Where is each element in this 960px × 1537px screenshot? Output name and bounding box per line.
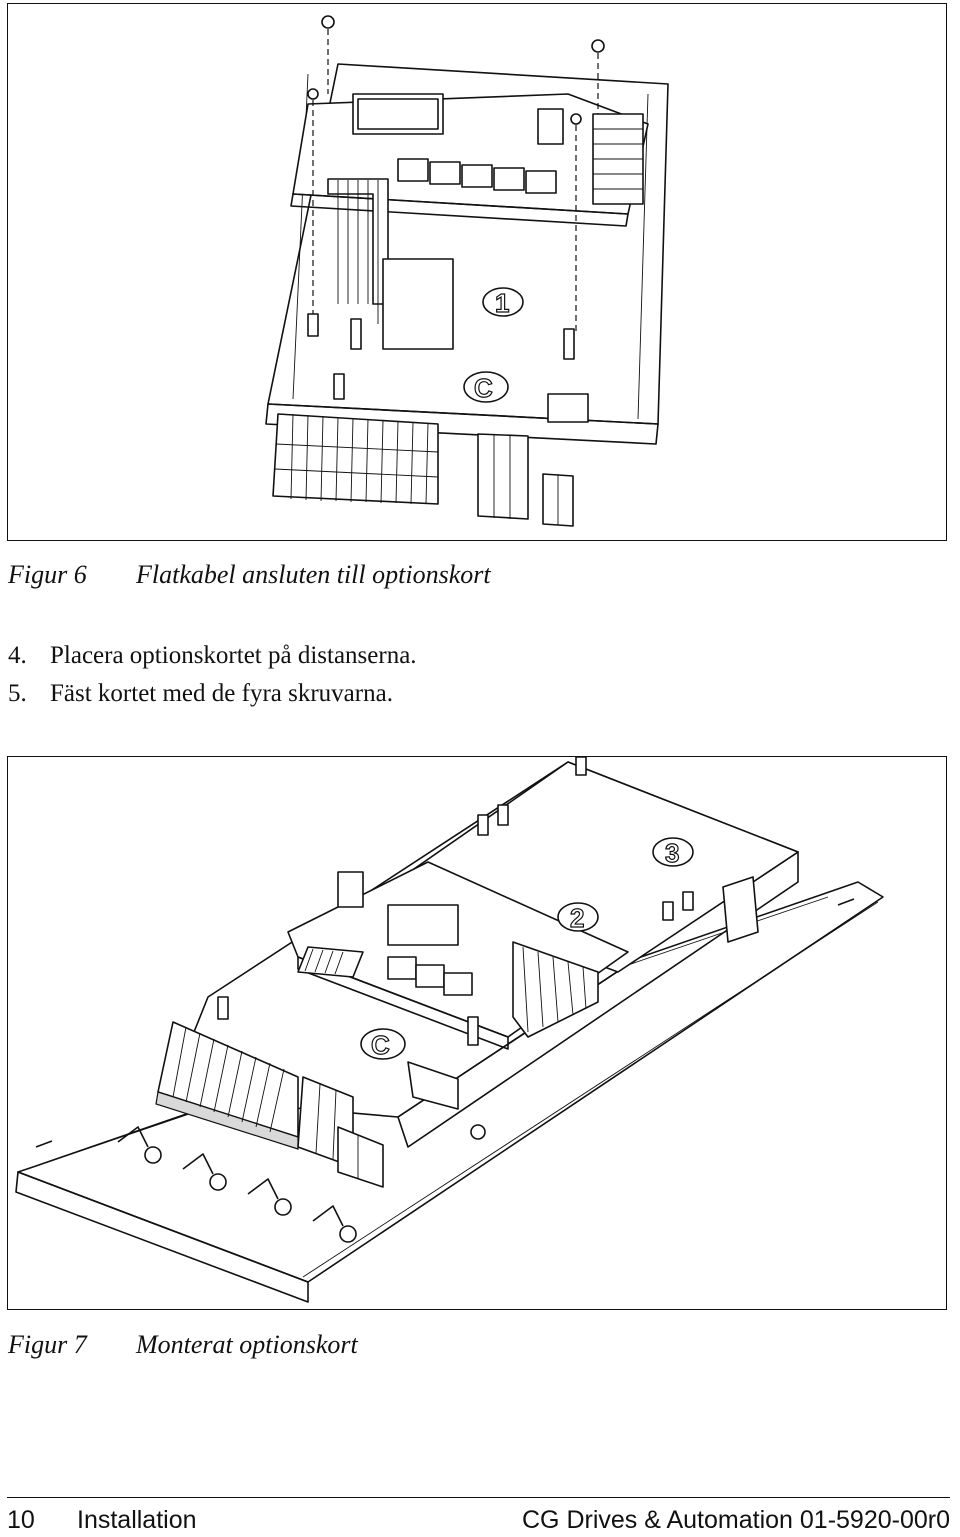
rail-slots — [35, 898, 855, 1148]
flat-cable — [327, 178, 454, 350]
rj-connector — [547, 393, 589, 423]
figure-7-title: Monterat optionskort — [136, 1330, 358, 1359]
step-number: 5. — [8, 680, 27, 707]
svg-text:C: C — [474, 373, 493, 403]
svg-text:C: C — [371, 1030, 390, 1060]
document-reference: CG Drives & Automation 01-5920-00r0 — [522, 1506, 950, 1534]
standoffs — [307, 313, 575, 400]
step-item: 5. Fäst kortet med de fyra skruvarna. — [8, 675, 417, 713]
section-title: Installation — [77, 1506, 197, 1534]
flat-cable — [297, 946, 364, 978]
card-terminal-block — [512, 941, 599, 1038]
svg-text:2: 2 — [570, 903, 584, 933]
main-terminal-block — [272, 413, 574, 527]
controller-mark-c: C — [463, 371, 509, 404]
svg-text:3: 3 — [665, 838, 679, 868]
svg-text:1: 1 — [495, 288, 509, 318]
main-terminal-block — [155, 1021, 384, 1188]
installation-steps: 4. Placera optionskortet på distanserna.… — [8, 637, 417, 713]
board-mark-1: 1 — [482, 287, 524, 319]
standoffs — [217, 757, 694, 1046]
page-number: 10 — [7, 1506, 35, 1534]
figure-6-number: Figur 6 — [8, 560, 87, 589]
step-number: 4. — [8, 642, 27, 669]
relay-row — [397, 158, 557, 194]
mounted-option-card-drawing: 3 2 C — [15, 757, 884, 1303]
figure-7-illustration: 3 2 C — [7, 756, 947, 1310]
step-text: Placera optionskortet på distanserna. — [50, 642, 417, 669]
card-terminal-block — [537, 108, 644, 205]
board-mark-3: 3 — [652, 837, 694, 869]
page-footer: 10 Installation CG Drives & Automation 0… — [7, 1497, 950, 1534]
figure-6-title: Flatkabel ansluten till optionskort — [136, 560, 491, 589]
controller-mark-c: C — [360, 1028, 406, 1061]
figure-6-illustration: 1 C — [7, 3, 947, 541]
relay-block — [387, 904, 459, 946]
relay-row — [387, 956, 473, 996]
step-text: Fäst kortet med de fyra skruvarna. — [50, 680, 393, 707]
figure-7-number: Figur 7 — [8, 1330, 87, 1359]
rj-connector — [407, 1061, 459, 1110]
option-card-flat-cable-drawing: 1 C — [265, 15, 669, 527]
rail-clamps — [117, 1124, 486, 1243]
mounting-bracket — [722, 876, 759, 943]
step-item: 4. Placera optionskortet på distanserna. — [8, 637, 417, 675]
mounting-screws — [307, 15, 605, 334]
board-mark-2: 2 — [557, 902, 599, 934]
